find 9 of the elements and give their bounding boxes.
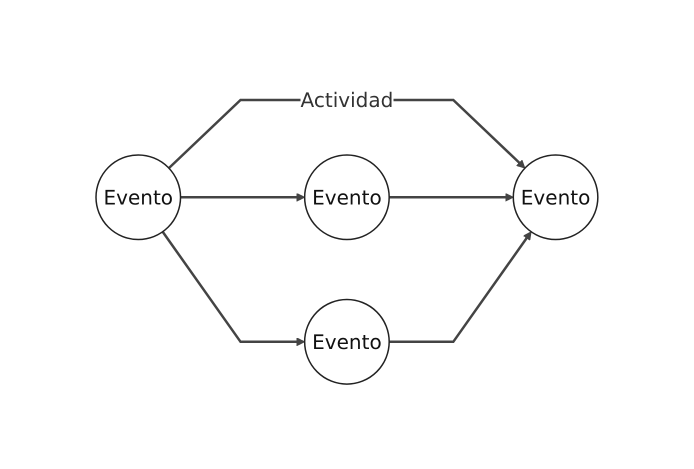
arrow [180, 192, 306, 202]
arrow [389, 231, 532, 344]
arrow [389, 192, 514, 202]
node-circle: Evento [95, 154, 182, 240]
edge-label: Actividad [300, 88, 394, 112]
node-circle: Evento [512, 154, 599, 240]
node-circle: Evento [304, 154, 390, 240]
arrow [162, 231, 306, 346]
node-circle: Evento [304, 298, 390, 385]
